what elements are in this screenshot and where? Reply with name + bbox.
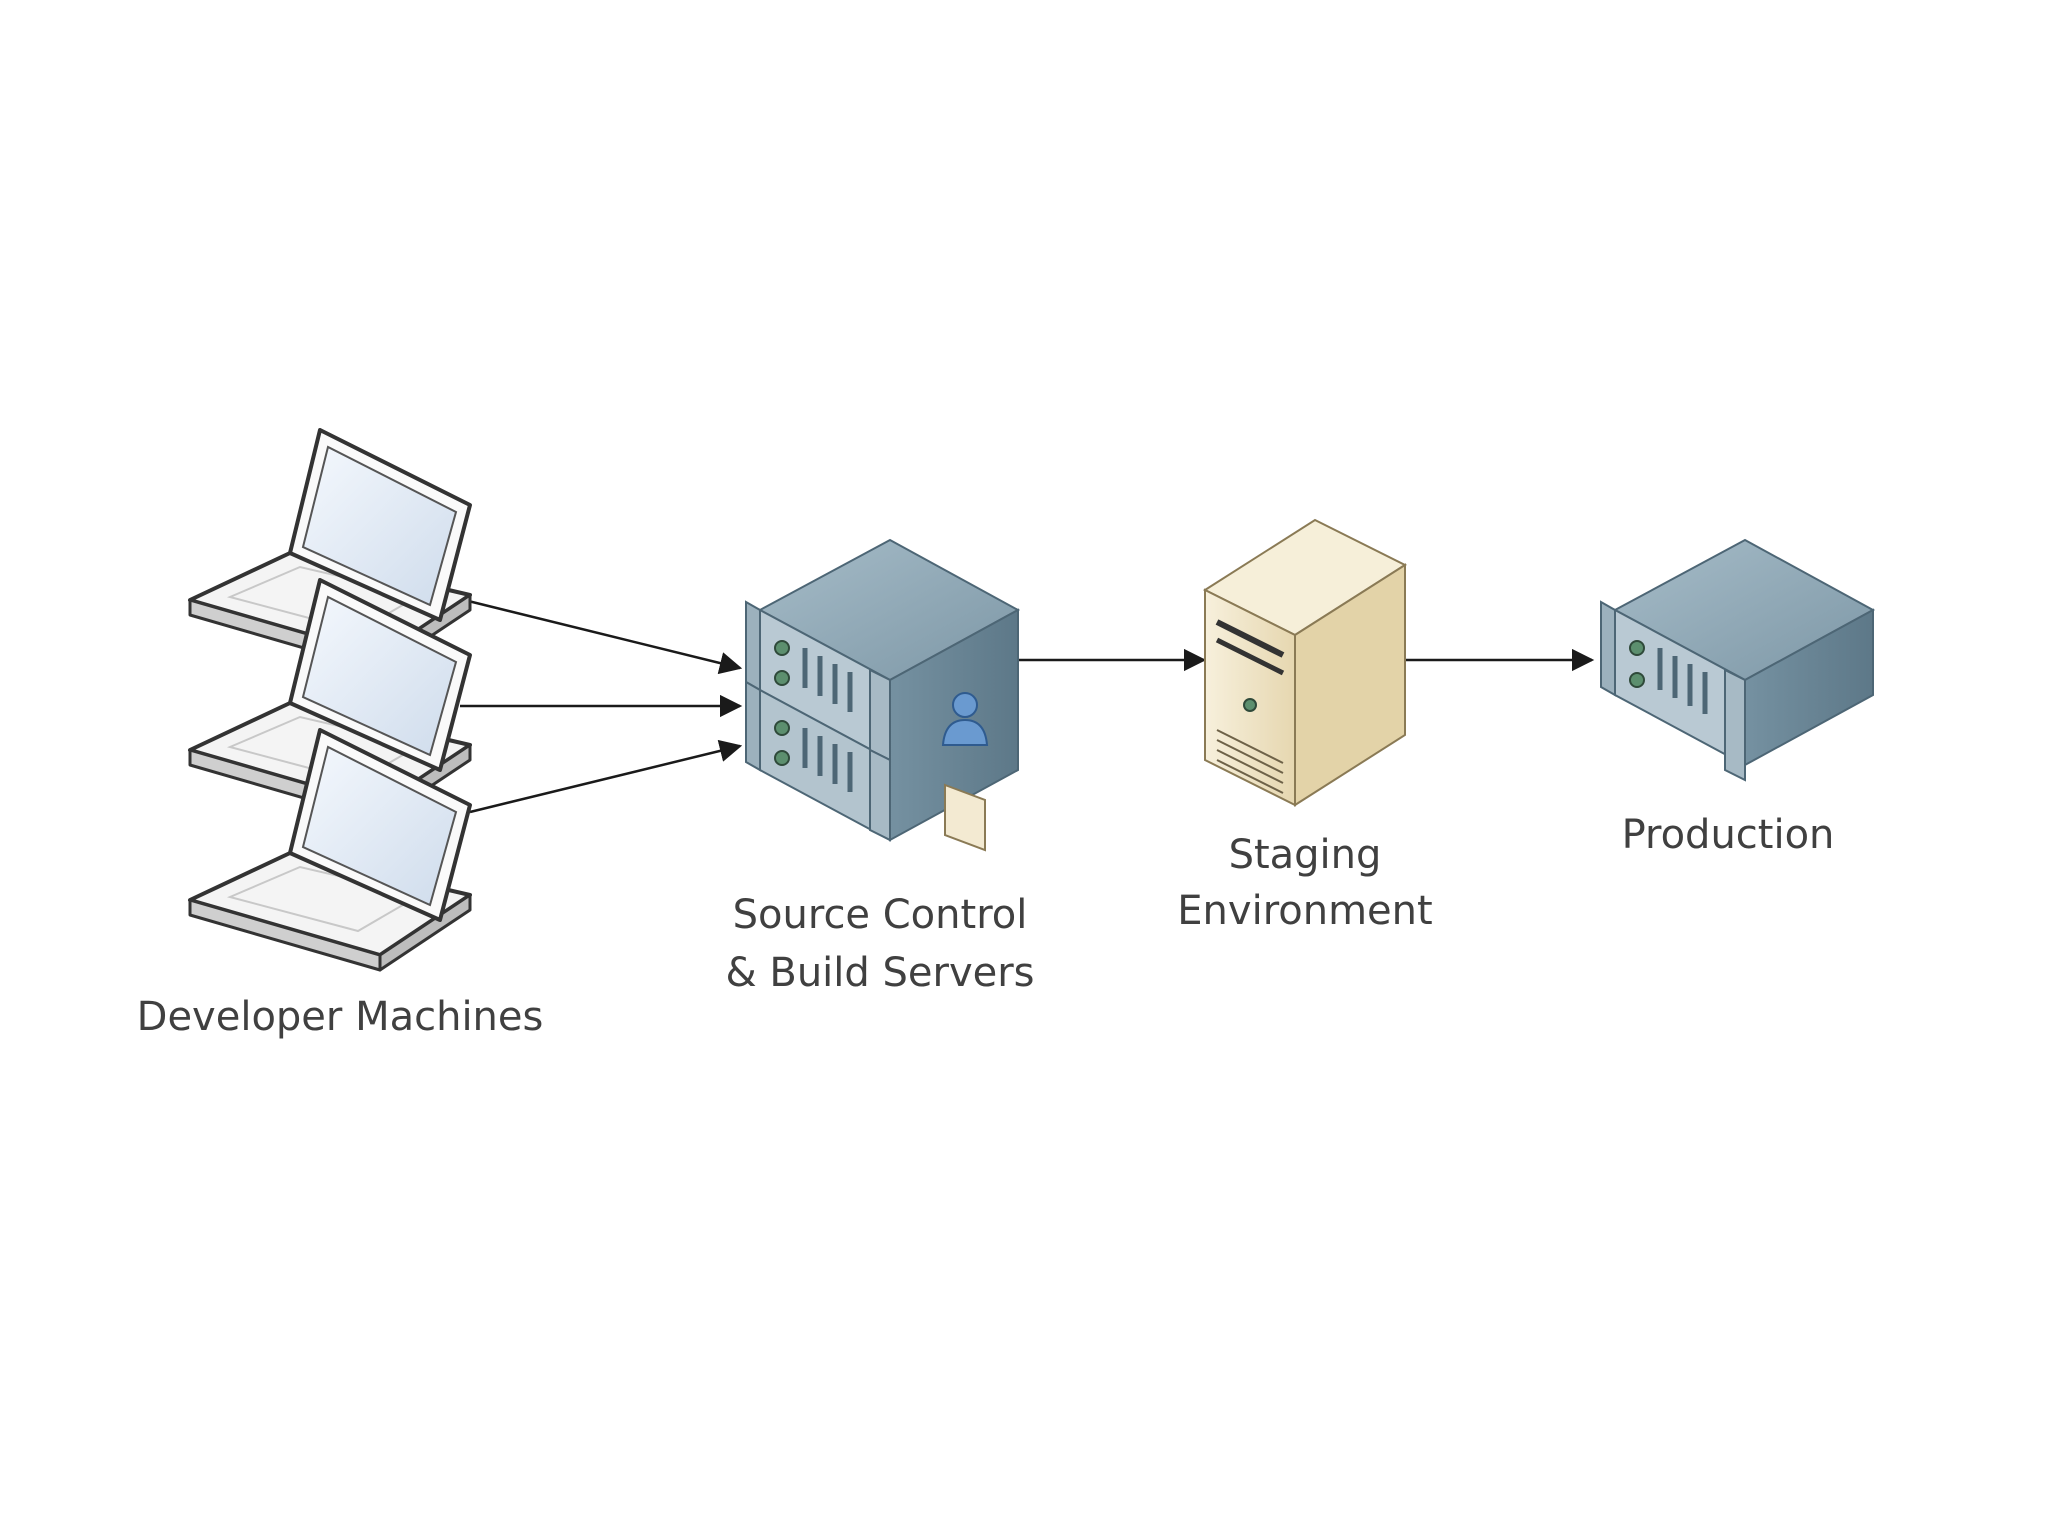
staging-label-line1: Staging <box>1229 832 1382 878</box>
user-icon <box>941 692 989 746</box>
tower-server-icon <box>1202 518 1408 807</box>
source-build-servers-group: Source Control & Build Servers <box>725 538 1035 996</box>
production-group: Production <box>1600 538 1876 858</box>
source-build-label-line2: & Build Servers <box>725 950 1034 996</box>
developer-machines-group: Developer Machines <box>137 428 544 1040</box>
laptop-icon <box>188 728 472 972</box>
source-build-label-line1: Source Control <box>733 892 1028 938</box>
production-label: Production <box>1622 812 1835 858</box>
arrow-laptop1-to-source <box>447 594 743 675</box>
document-icon <box>944 783 986 852</box>
server-rack-icon <box>745 538 1021 852</box>
staging-environment-group: Staging Environment <box>1177 518 1433 934</box>
connectors <box>447 594 1595 814</box>
developer-machines-label: Developer Machines <box>137 994 544 1040</box>
rack-server-icon <box>1600 538 1876 782</box>
arrow-laptop3-to-source <box>469 739 743 814</box>
staging-label-line2: Environment <box>1177 888 1432 934</box>
